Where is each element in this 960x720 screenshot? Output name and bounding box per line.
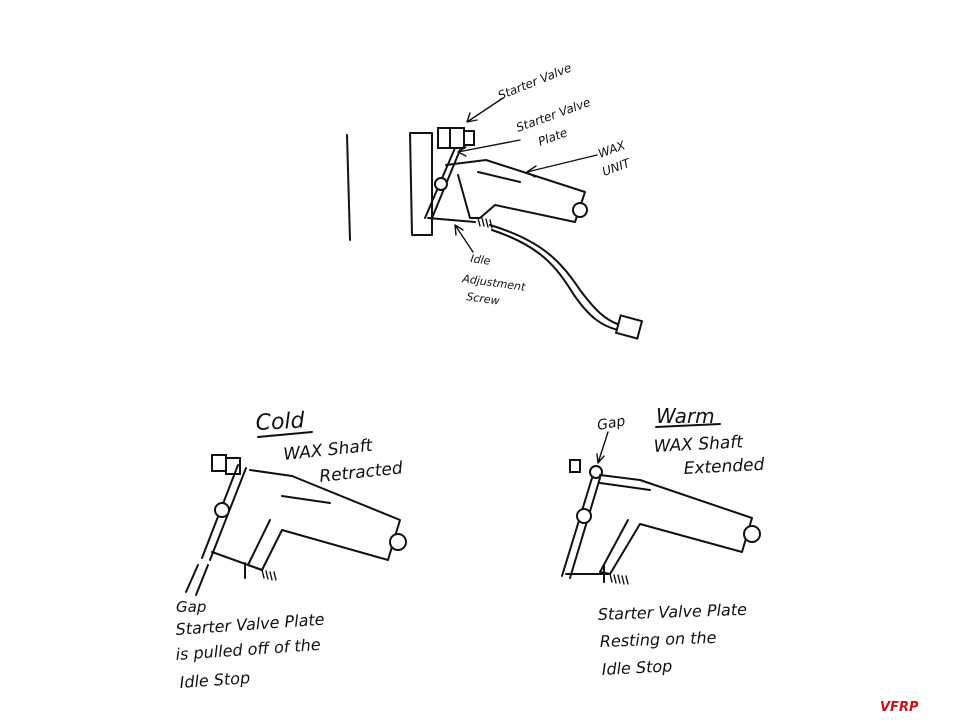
- vfrp-logo: VFRP: [880, 700, 919, 715]
- arrow-wax-unit: [526, 154, 598, 178]
- wire-connector: [614, 314, 644, 340]
- cold-caption-1: Gap: [176, 598, 206, 616]
- cold-gap-line-2: [195, 564, 209, 596]
- warm-gap-circle: [589, 465, 603, 479]
- starter-valve-cap: [463, 130, 475, 146]
- wax-wire: [489, 224, 621, 326]
- warm-caption-2: Resting on the: [599, 628, 716, 651]
- label-starter-valve-plate-2: Plate: [536, 125, 569, 148]
- warm-wax-body: [599, 474, 753, 575]
- plate-pivot: [434, 177, 448, 191]
- cold-wax-shaft: [281, 495, 331, 504]
- warm-gap-label: Gap: [596, 413, 627, 434]
- cold-subtitle-2: Retracted: [318, 458, 403, 487]
- warm-gap-arrow: [596, 431, 609, 464]
- mount-block: [409, 132, 433, 236]
- warm-pivot: [576, 508, 592, 524]
- cold-pivot: [214, 502, 230, 518]
- top-assembly: [346, 97, 644, 340]
- cold-title: Cold: [255, 408, 306, 436]
- warm-plate-line: [561, 477, 593, 577]
- label-idle-screw-1: Idle: [470, 252, 492, 268]
- arrow-valve-plate: [457, 139, 521, 157]
- cold-idle-arm: [211, 551, 263, 571]
- wax-unit-knob: [572, 202, 588, 218]
- cold-caption-3: is pulled off of the: [175, 635, 321, 664]
- wall-line: [346, 134, 351, 241]
- idle-screw-thread: [477, 217, 493, 229]
- cold-valve-left: [211, 454, 227, 472]
- label-idle-screw-3: Screw: [466, 290, 501, 308]
- warm-caption-1: Starter Valve Plate: [597, 600, 747, 624]
- warm-assembly: [561, 423, 761, 585]
- warm-plate-line-2: [569, 477, 601, 579]
- cold-assembly: [185, 431, 407, 596]
- warm-subtitle-2: Extended: [683, 455, 765, 479]
- arrow-starter-valve: [466, 97, 504, 123]
- cold-caption-4: Idle Stop: [179, 668, 251, 692]
- warm-subtitle-1: WAX Shaft: [653, 432, 745, 457]
- cold-underline: [257, 431, 313, 438]
- arrow-idle-screw: [454, 224, 474, 253]
- warm-wax-shaft: [599, 482, 651, 491]
- logo-text: VFRP: [880, 700, 919, 715]
- wax-wire-2: [491, 229, 619, 331]
- warm-underline: [655, 423, 721, 428]
- cold-idle-thread: [261, 569, 277, 581]
- warm-idle-thread: [609, 573, 629, 585]
- warm-caption-3: Idle Stop: [601, 656, 673, 679]
- warm-title: Warm: [656, 404, 715, 428]
- idle-arm: [427, 217, 476, 223]
- warm-wax-knob: [743, 525, 761, 543]
- warm-valve: [569, 459, 581, 473]
- wax-unit-body: [445, 159, 586, 223]
- label-starter-valve: Starter Valve: [496, 61, 574, 103]
- cold-wax-knob: [389, 533, 407, 551]
- wax-shaft-line: [477, 171, 521, 183]
- cold-subtitle-1: WAX Shaft: [282, 436, 374, 465]
- cold-gap-line: [185, 564, 199, 593]
